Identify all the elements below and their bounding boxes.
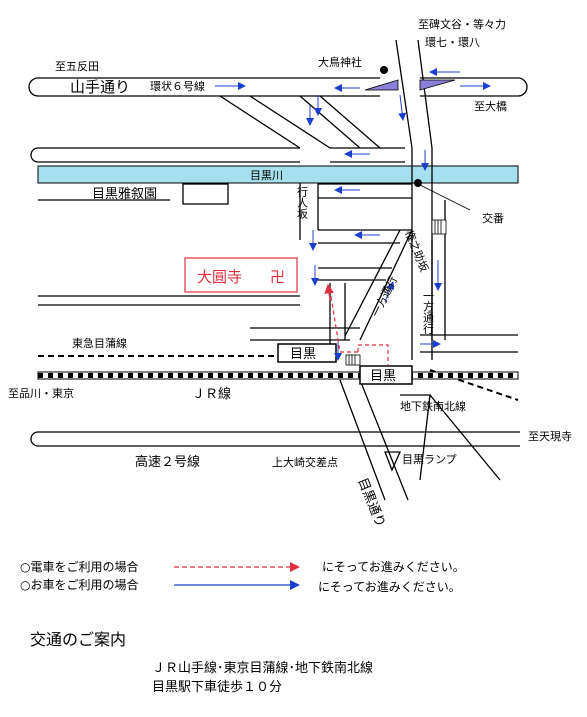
label-to-shinagawa: 至品川・東京 bbox=[8, 386, 74, 400]
meguro-river bbox=[37, 165, 519, 184]
label-koban: 交番 bbox=[482, 211, 504, 225]
label-to-tengenji: 至天現寺 bbox=[528, 430, 572, 443]
legend-train: ○電車をご利用の場合 bbox=[20, 558, 138, 575]
legend-car-line bbox=[174, 580, 300, 590]
manji-icon: 卍 bbox=[270, 268, 285, 286]
station-box-jr bbox=[359, 365, 413, 385]
info-line-2: 目黒駅下車徒歩１０分 bbox=[152, 680, 283, 695]
label-namboku: 地下鉄南北線 bbox=[400, 399, 466, 413]
label-gonnosuke-zaka: 権之助坂 bbox=[402, 228, 431, 274]
label-to-gotanda: 至五反田 bbox=[55, 60, 99, 73]
legend-car-note: にそってお進みください。 bbox=[318, 578, 461, 595]
label-meguro-dori: 目黒通り bbox=[354, 476, 387, 530]
daienji-box bbox=[184, 257, 298, 293]
legend-train-note: にそってお進みください。 bbox=[322, 558, 465, 575]
legend-train-label: ○電車をご利用の場合 bbox=[20, 560, 139, 574]
label-to-himonya: 至碑文谷・等々力 bbox=[418, 17, 506, 31]
info-title: 交通のご案内 bbox=[30, 630, 127, 649]
label-jr-line: ＪＲ線 bbox=[192, 386, 231, 402]
label-daienji: 大圓寺 bbox=[197, 268, 242, 286]
label-station-tokyu: 目黒 bbox=[290, 347, 316, 362]
label-station-jr: 目黒 bbox=[370, 369, 396, 384]
train-route bbox=[329, 289, 389, 365]
legend-train-note-text: にそってお進みください。 bbox=[322, 560, 465, 574]
label-meguro-ramp: 目黒ランプ bbox=[402, 453, 457, 466]
label-meguro-river: 目黒川 bbox=[250, 169, 283, 182]
legend-train-line bbox=[174, 562, 300, 572]
roads bbox=[28, 39, 528, 501]
label-shuto2: 高速２号線 bbox=[135, 454, 200, 470]
label-kamiosaki: 上大崎交差点 bbox=[272, 455, 338, 469]
label-ippo-tsuko-2: 一方通行 bbox=[422, 290, 435, 335]
label-to-ohashi: 至大橋 bbox=[474, 99, 507, 113]
access-map: 至碑文谷・等々力 環七・環八 至五反田 大鳥神社 山手通り 環状６号線 至大橋 … bbox=[8, 17, 572, 530]
legend-car: ○お車をご利用の場合 bbox=[20, 576, 138, 593]
car-route-arrows bbox=[215, 68, 491, 361]
legend-car-note-text: にそってお進みください。 bbox=[318, 580, 461, 594]
label-kan7-kan8: 環七・環八 bbox=[425, 36, 480, 49]
label-otori-shrine: 大鳥神社 bbox=[318, 55, 362, 69]
shrine-dot bbox=[380, 66, 388, 74]
label-kanjo6: 環状６号線 bbox=[150, 79, 205, 93]
label-gyoninzaka: 行人坂 bbox=[296, 186, 309, 220]
info-line-1: ＪＲ山手線･東京目蒲線･地下鉄南北線 bbox=[152, 661, 374, 676]
label-tokyu-line: 東急目蒲線 bbox=[72, 336, 127, 350]
label-gajoen: 目黒雅叙園 bbox=[92, 187, 157, 202]
legend-car-label: ○お車をご利用の場合 bbox=[20, 578, 139, 592]
triangle-marker bbox=[364, 79, 399, 91]
label-yamate-dori: 山手通り bbox=[70, 78, 130, 96]
